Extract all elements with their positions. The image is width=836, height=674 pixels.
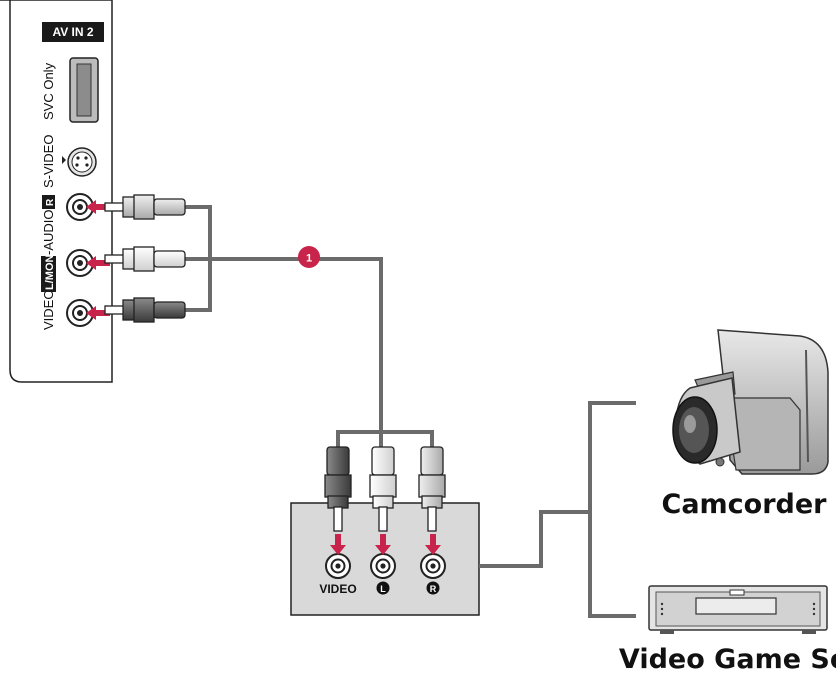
- plug-audio-right-tv: [104, 194, 186, 220]
- source-insert-arrows: [330, 534, 441, 555]
- side-label-video: VIDEO: [41, 290, 56, 330]
- audio-video-side-label: VIDEO L/MONO -AUDIO- R: [41, 195, 56, 330]
- tv-insert-arrows: [86, 200, 110, 320]
- rca-cable: [185, 205, 434, 450]
- svc-only-port[interactable]: [69, 57, 99, 123]
- video-game-set-label: Video Game Set: [619, 644, 836, 674]
- arrow-down-icon: [375, 534, 391, 555]
- camcorder-icon: [672, 329, 829, 475]
- tv-side-panel: AV IN 2 SVC Only S-VIDEO VIDEO L/MONO -A…: [0, 0, 113, 383]
- source-label-video: VIDEO: [319, 582, 356, 596]
- source-label-right: R: [430, 584, 437, 594]
- source-bracket: [479, 401, 636, 618]
- source-jack-video[interactable]: [325, 553, 351, 579]
- video-game-set-icon: [648, 585, 828, 634]
- source-jack-audio-right[interactable]: [420, 553, 446, 579]
- s-video-label: S-VIDEO: [41, 135, 56, 188]
- side-label-audio: -AUDIO-: [41, 205, 56, 255]
- step-1-badge: 1: [298, 246, 320, 268]
- arrow-left-icon: [86, 200, 110, 214]
- side-label-lmono: L/MONO: [44, 246, 56, 290]
- svg-text:1: 1: [306, 253, 312, 265]
- source-label-right-badge: R: [426, 581, 440, 595]
- arrow-down-icon: [425, 534, 441, 555]
- source-label-left: L: [380, 584, 386, 594]
- plug-video-source: [324, 446, 352, 532]
- arrow-down-icon: [330, 534, 346, 555]
- plug-audio-left-source: [369, 446, 397, 532]
- svc-only-label: SVC Only: [41, 62, 56, 120]
- arrow-left-icon: [86, 306, 110, 320]
- arrow-left-icon: [86, 256, 110, 270]
- av-in-label: AV IN 2: [52, 25, 93, 39]
- source-output-panel: VIDEO L R: [290, 502, 480, 616]
- plug-audio-right-source: [418, 446, 446, 532]
- source-label-left-badge: L: [376, 581, 390, 595]
- s-video-port[interactable]: [62, 147, 97, 177]
- av-in-label-box: [42, 22, 104, 42]
- camcorder-label: Camcorder: [662, 489, 828, 520]
- plug-video-tv: [104, 297, 186, 323]
- tv-jack-audio-right[interactable]: [66, 193, 94, 221]
- plug-audio-left-tv: [104, 246, 186, 272]
- side-label-r: R: [45, 198, 56, 206]
- source-jack-audio-left[interactable]: [370, 553, 396, 579]
